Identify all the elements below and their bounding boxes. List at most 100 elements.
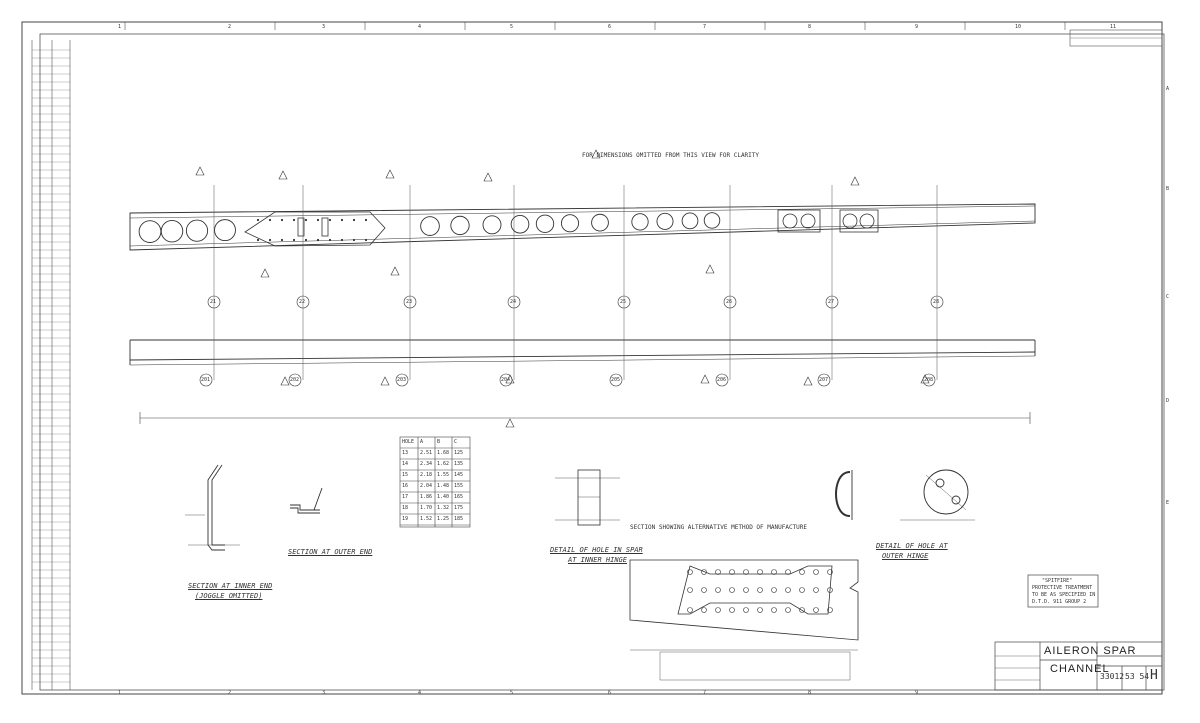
fitting-rivet: [827, 569, 833, 575]
rivet: [292, 218, 296, 222]
lightening-hole: [535, 214, 555, 233]
table-cell: 1.55: [437, 472, 450, 478]
station-bubble-lower: [199, 373, 213, 387]
station-bubble-lower: [817, 373, 831, 387]
grid-col-label-top: 3: [322, 24, 326, 30]
lightening-hole: [703, 212, 721, 229]
station-lines: [199, 185, 944, 387]
lightening-hole: [420, 216, 440, 236]
fitting-rivet: [715, 607, 721, 613]
grid-col-label-bottom: 2: [228, 690, 232, 696]
lightening-hole: [185, 219, 209, 242]
bottom-station-label: 201: [201, 377, 211, 383]
grid-col-label-bottom: 5: [510, 690, 514, 696]
triangle-mark: [260, 268, 270, 278]
spitfire-note-3: TO BE AS SPECIFIED IN: [1032, 592, 1096, 598]
bottom-station-label: 203: [397, 377, 407, 383]
station-bubble: [403, 295, 417, 309]
fitting-rivet: [827, 607, 833, 613]
rivet: [316, 218, 320, 222]
grid-col-label-top: 2: [228, 24, 232, 30]
grid-col-label-top: 7: [703, 24, 707, 30]
rivet: [256, 218, 260, 222]
view-hole-inner-subtitle: AT INNER HINGE: [568, 556, 628, 564]
rivet: [328, 238, 332, 242]
rivet: [280, 238, 284, 242]
fitting-rivet: [785, 607, 791, 613]
rivet: [292, 238, 296, 242]
grid-col-label-bottom: 1: [118, 690, 122, 696]
station-bubble-lower: [609, 373, 623, 387]
fitting-rivet: [687, 569, 693, 575]
station-label: 24: [510, 299, 517, 305]
fitting-rivet: [799, 587, 805, 593]
table-cell: 2.51: [420, 450, 433, 456]
grid-col-label-bottom: 4: [418, 690, 422, 696]
table-header-cell: B: [437, 439, 441, 445]
grid-col-label-top: 8: [808, 24, 812, 30]
table-cell: 165: [454, 494, 464, 500]
triangle-mark: [483, 172, 493, 182]
rivet: [280, 218, 284, 222]
grid-col-label-bottom: 6: [608, 690, 612, 696]
spar-elevation-view: [129, 339, 1036, 366]
table-cell: 18: [402, 505, 409, 511]
outer-hinge-boxes: [777, 209, 879, 233]
lightening-hole: [681, 212, 699, 230]
table-cell: 2.04: [420, 483, 433, 489]
fitting-rivet: [687, 607, 693, 613]
fitting-rivet: [813, 607, 819, 613]
section-outer-end: [290, 487, 323, 514]
table-cell: 19: [402, 516, 409, 522]
grid-col-label-top: 9: [915, 24, 919, 30]
section-inner-end: [185, 464, 240, 551]
table-cell: 1.40: [437, 494, 450, 500]
station-label: 23: [406, 299, 413, 305]
station-bubble-lower: [922, 373, 936, 387]
table-cell: 125: [454, 450, 464, 456]
lightening-hole: [160, 219, 184, 243]
hole-table: [399, 436, 471, 528]
lightening-hole: [138, 220, 162, 243]
table-cell: 135: [454, 461, 464, 467]
table-cell: 155: [454, 483, 464, 489]
drawing-title-line1: AILERON SPAR: [1044, 645, 1137, 657]
triangle-mark: [390, 266, 400, 276]
fitting-rivets: [687, 569, 833, 613]
triangle-mark: [700, 374, 710, 384]
rivet: [364, 238, 368, 242]
station-label: 27: [828, 299, 835, 305]
spar-plan-view: [129, 203, 1036, 251]
fitting-rivet: [827, 587, 833, 593]
table-header-cell: C: [454, 439, 458, 445]
grid-col-label-top: 1: [118, 24, 122, 30]
rivet: [256, 238, 260, 242]
station-bubble: [507, 295, 521, 309]
view-inner-end-title: SECTION AT INNER END: [188, 582, 273, 590]
triangle-mark: [803, 376, 813, 386]
fitting-rivet: [785, 587, 791, 593]
station-bubble: [825, 295, 839, 309]
rivet: [268, 238, 272, 242]
fitting-rivet: [743, 587, 749, 593]
triangle-mark: [385, 169, 395, 179]
alternative-fitting-view: [629, 559, 859, 681]
lightening-holes: [138, 212, 721, 243]
grid-row-label: C: [1166, 294, 1170, 300]
fitting-rivet: [715, 569, 721, 575]
table-cell: 13: [402, 450, 409, 456]
lightening-hole: [450, 215, 470, 236]
bottom-station-label: 202: [290, 377, 300, 383]
table-cell: 1.62: [437, 461, 450, 467]
grid-row-label: A: [1166, 86, 1170, 92]
rivet: [304, 238, 308, 242]
top-note: FOR DIMENSIONS OMITTED FROM THIS VIEW FO…: [582, 152, 760, 159]
rivet: [352, 218, 356, 222]
triangle-mark: [850, 176, 860, 186]
triangle-mark: [920, 374, 930, 384]
grid-col-label-top: 6: [608, 24, 612, 30]
table-cell: 14: [402, 461, 409, 467]
fitting-rivet: [757, 607, 763, 613]
lightening-hole: [482, 215, 502, 235]
table-cell: 16: [402, 483, 409, 489]
